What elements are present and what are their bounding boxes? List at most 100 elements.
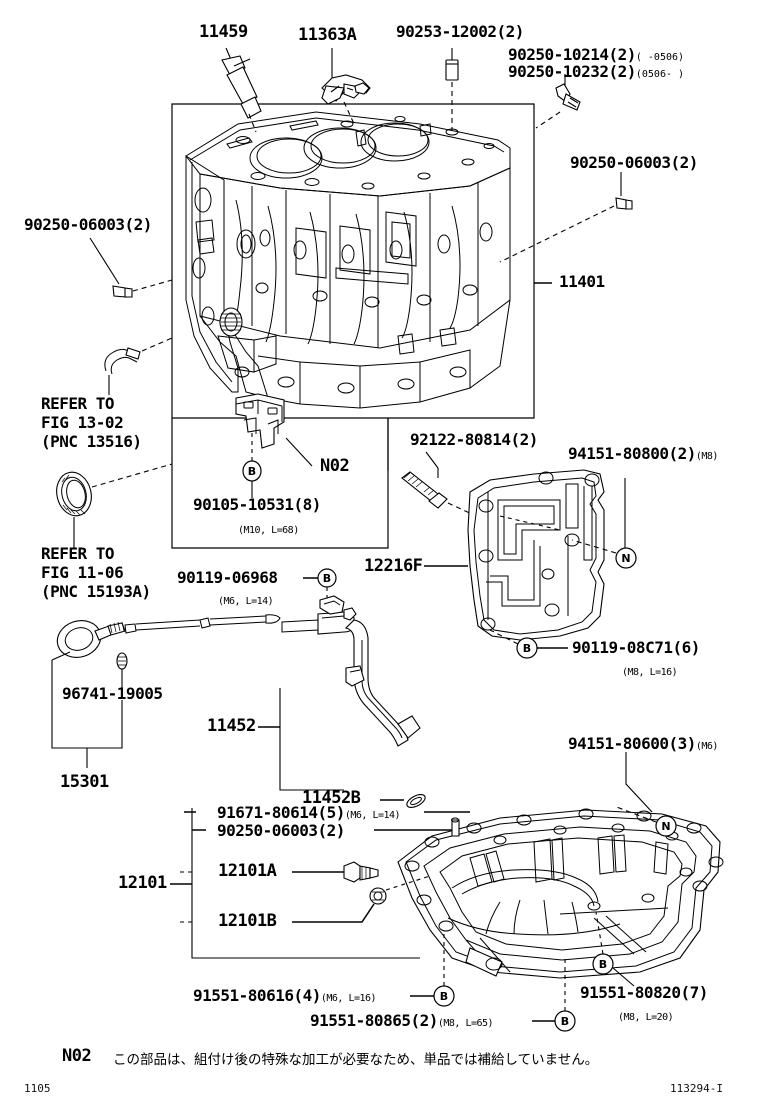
label-90250-10214-range: ( -0506) bbox=[635, 52, 685, 63]
label-90250-06003-pan: 90250-06003(2) bbox=[217, 821, 345, 840]
label-90119-08c71-spec: (M8, L=16) bbox=[622, 667, 678, 678]
label-n02-callout: N02 bbox=[320, 456, 350, 476]
label-90119-06968: 90119-06968 bbox=[177, 568, 278, 587]
part-90250-10232-shape bbox=[555, 83, 581, 111]
leader-91551-80820-dash bbox=[595, 911, 604, 955]
part-refer-1302-pipe bbox=[104, 347, 141, 375]
leader-94151-80600-dash bbox=[613, 805, 657, 823]
refer-1106-line1: REFER TO bbox=[41, 544, 115, 563]
part-12101b-gasket bbox=[369, 887, 387, 905]
note-key: N02 bbox=[62, 1046, 92, 1066]
bracket-11452 bbox=[279, 688, 344, 791]
leader-91551-80820 bbox=[612, 967, 635, 987]
part-90250-06003-left-shape bbox=[112, 285, 133, 298]
label-91551-80616-spec: (M6, L=16) bbox=[320, 993, 377, 1004]
leader-92122 bbox=[425, 451, 439, 478]
bubble-90105-10531: B bbox=[242, 460, 262, 482]
refer-1302-line3: (PNC 13516) bbox=[41, 432, 142, 451]
leader-15301-up bbox=[51, 651, 71, 661]
label-12101a: 12101A bbox=[218, 861, 277, 881]
label-refer-fig-13-02: REFER TO FIG 13-02 (PNC 13516) bbox=[41, 394, 142, 451]
refer-1302-line1: REFER TO bbox=[41, 394, 115, 413]
crank-gear-detail bbox=[219, 307, 243, 337]
bracket-15301 bbox=[51, 660, 123, 749]
part-11459-shape bbox=[221, 55, 262, 119]
label-94151-80800: 94151-80800(2)(M8) bbox=[568, 444, 718, 463]
svg-text:B: B bbox=[323, 572, 331, 585]
label-12216f: 12216F bbox=[364, 556, 423, 576]
label-91551-80865-pn: 91551-80865(2) bbox=[310, 1011, 438, 1030]
label-12101b: 12101B bbox=[218, 911, 277, 931]
bubble-90119-06968: B bbox=[317, 568, 337, 588]
bubble-94151-80600: N bbox=[655, 815, 677, 837]
label-refer-fig-11-06: REFER TO FIG 11-06 (PNC 15193A) bbox=[41, 544, 151, 601]
svg-text:B: B bbox=[523, 642, 531, 655]
label-11401: 11401 bbox=[559, 272, 605, 291]
part-crank-seal bbox=[56, 471, 92, 517]
label-91551-80820: 91551-80820(7) bbox=[580, 983, 708, 1002]
leader-90250-06003-left bbox=[89, 237, 120, 285]
part-90253-shape bbox=[445, 59, 459, 81]
part-92122-80814-shape bbox=[401, 471, 448, 509]
leader-refer-1106-dash bbox=[91, 463, 173, 488]
label-11452: 11452 bbox=[207, 716, 256, 736]
label-90119-08c71: 90119-08C71(6) bbox=[572, 638, 700, 657]
label-90119-06968-spec: (M6, L=14) bbox=[218, 596, 274, 607]
label-90105-10531: 90105-10531(8) bbox=[193, 495, 321, 514]
page-code: 1105 bbox=[24, 1082, 51, 1095]
leader-94151-80600 bbox=[625, 752, 653, 813]
cylinder-block-drawing bbox=[185, 111, 511, 409]
label-91671-80614: 91671-80614(5)(M6, L=14) bbox=[217, 803, 401, 822]
bubble-91551-80865: B bbox=[554, 1010, 576, 1032]
label-15301: 15301 bbox=[60, 772, 109, 792]
refer-1302-line2: FIG 13-02 bbox=[41, 413, 124, 432]
label-91671-80614-spec: (M6, L=14) bbox=[344, 810, 401, 821]
label-90250-10232: 90250-10232(2)(0506- ) bbox=[508, 62, 684, 81]
group-box-bolts bbox=[171, 418, 389, 549]
label-91551-80616-pn: 91551-80616(4) bbox=[193, 986, 321, 1005]
bubble-91551-80616: B bbox=[433, 985, 455, 1007]
label-90250-10214-pn: 90250-10214(2) bbox=[508, 45, 636, 64]
label-94151-80600: 94151-80600(3)(M6) bbox=[568, 734, 718, 753]
leader-refer-1302-dash bbox=[141, 337, 173, 352]
label-90250-06003-left: 90250-06003(2) bbox=[24, 215, 152, 234]
label-90105-10531-spec: (M10, L=68) bbox=[238, 525, 299, 536]
leader-94151-80800-dash bbox=[571, 539, 617, 554]
label-90253-12002: 90253-12002(2) bbox=[396, 22, 524, 41]
leader-n02 bbox=[285, 437, 313, 467]
leader-90250-06003-left-dash bbox=[132, 279, 173, 292]
refer-1106-line3: (PNC 15193A) bbox=[41, 582, 151, 601]
part-12101-oil-pan bbox=[397, 808, 724, 979]
part-11363a-shape bbox=[321, 74, 371, 105]
leader-90250-10232-dash bbox=[535, 111, 561, 129]
label-91551-80865: 91551-80865(2)(M8, L=65) bbox=[310, 1011, 494, 1030]
label-94151-80800-spec: (M8) bbox=[695, 451, 719, 462]
label-91551-80820-spec: (M8, L=20) bbox=[618, 1012, 674, 1023]
label-90250-10232-pn: 90250-10232(2) bbox=[508, 62, 636, 81]
bubble-94151-80800: N bbox=[615, 547, 637, 569]
label-90250-10232-range: (0506- ) bbox=[635, 69, 685, 80]
label-94151-80600-spec: (M6) bbox=[695, 741, 719, 752]
note-text: この部品は、組付け後の特殊な加工が必要なため、単品では補給していません。 bbox=[113, 1052, 599, 1068]
svg-text:B: B bbox=[561, 1015, 569, 1028]
label-90250-06003-right: 90250-06003(2) bbox=[570, 153, 698, 172]
label-11452b: 11452B bbox=[302, 788, 361, 808]
label-91671-80614-pn: 91671-80614(5) bbox=[217, 803, 345, 822]
figure-code: 113294-I bbox=[670, 1082, 723, 1095]
bubble-90119-08c71: B bbox=[516, 637, 538, 659]
label-91551-80865-spec: (M8, L=65) bbox=[437, 1018, 494, 1029]
bracket-12101 bbox=[191, 808, 420, 959]
refer-1106-line2: FIG 11-06 bbox=[41, 563, 124, 582]
label-94151-80600-pn: 94151-80600(3) bbox=[568, 734, 696, 753]
label-94151-80800-pn: 94151-80800(2) bbox=[568, 444, 696, 463]
part-12216f-baffle bbox=[467, 469, 605, 641]
leader-11459-dash bbox=[248, 113, 257, 133]
label-91551-80616: 91551-80616(4)(M6, L=16) bbox=[193, 986, 377, 1005]
part-n02-bearing-cap bbox=[235, 393, 285, 449]
label-12101: 12101 bbox=[118, 873, 167, 893]
group-box-block bbox=[171, 103, 535, 419]
svg-text:B: B bbox=[599, 958, 607, 971]
leader-12101b bbox=[292, 903, 375, 923]
